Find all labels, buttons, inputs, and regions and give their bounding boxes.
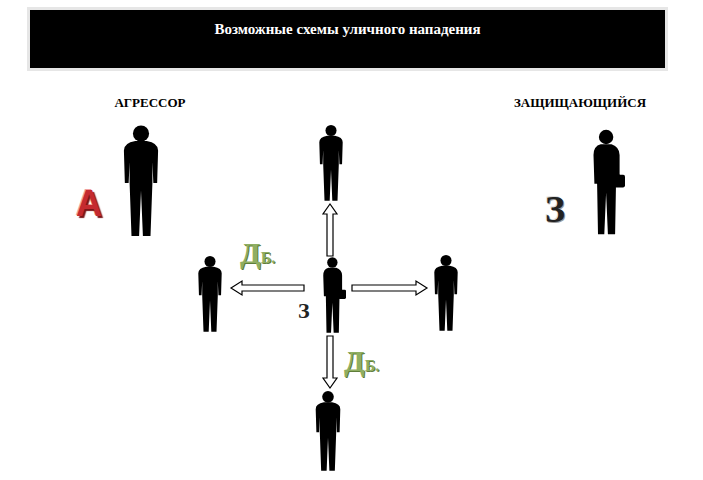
role-letter: З	[298, 298, 310, 324]
aggressor-silhouette	[124, 125, 158, 236]
defender-silhouette	[594, 130, 626, 234]
bottom-figure	[316, 391, 341, 471]
title-band	[30, 10, 665, 68]
center-figure	[323, 257, 346, 332]
figure-node: АГРЕССОР А	[70, 95, 230, 240]
role-letter: З	[545, 187, 565, 231]
top-figure	[319, 125, 342, 201]
distance-label: ДБ.	[344, 344, 379, 378]
right-figure	[434, 255, 457, 331]
role-heading: ЗАЩИЩАЮЩИЙСЯ	[495, 95, 665, 111]
distance-label: ДБ.	[240, 236, 275, 270]
left-figure	[198, 256, 221, 332]
diagram-title: Возможные схемы уличного нападения	[30, 21, 665, 38]
role-heading: АГРЕССОР	[70, 95, 230, 111]
figure-node: З	[296, 298, 318, 330]
figure-node: ЗАЩИЩАЮЩИЙСЯ З	[495, 95, 665, 240]
role-letter: А	[76, 183, 102, 225]
direction-arrows	[231, 204, 427, 388]
